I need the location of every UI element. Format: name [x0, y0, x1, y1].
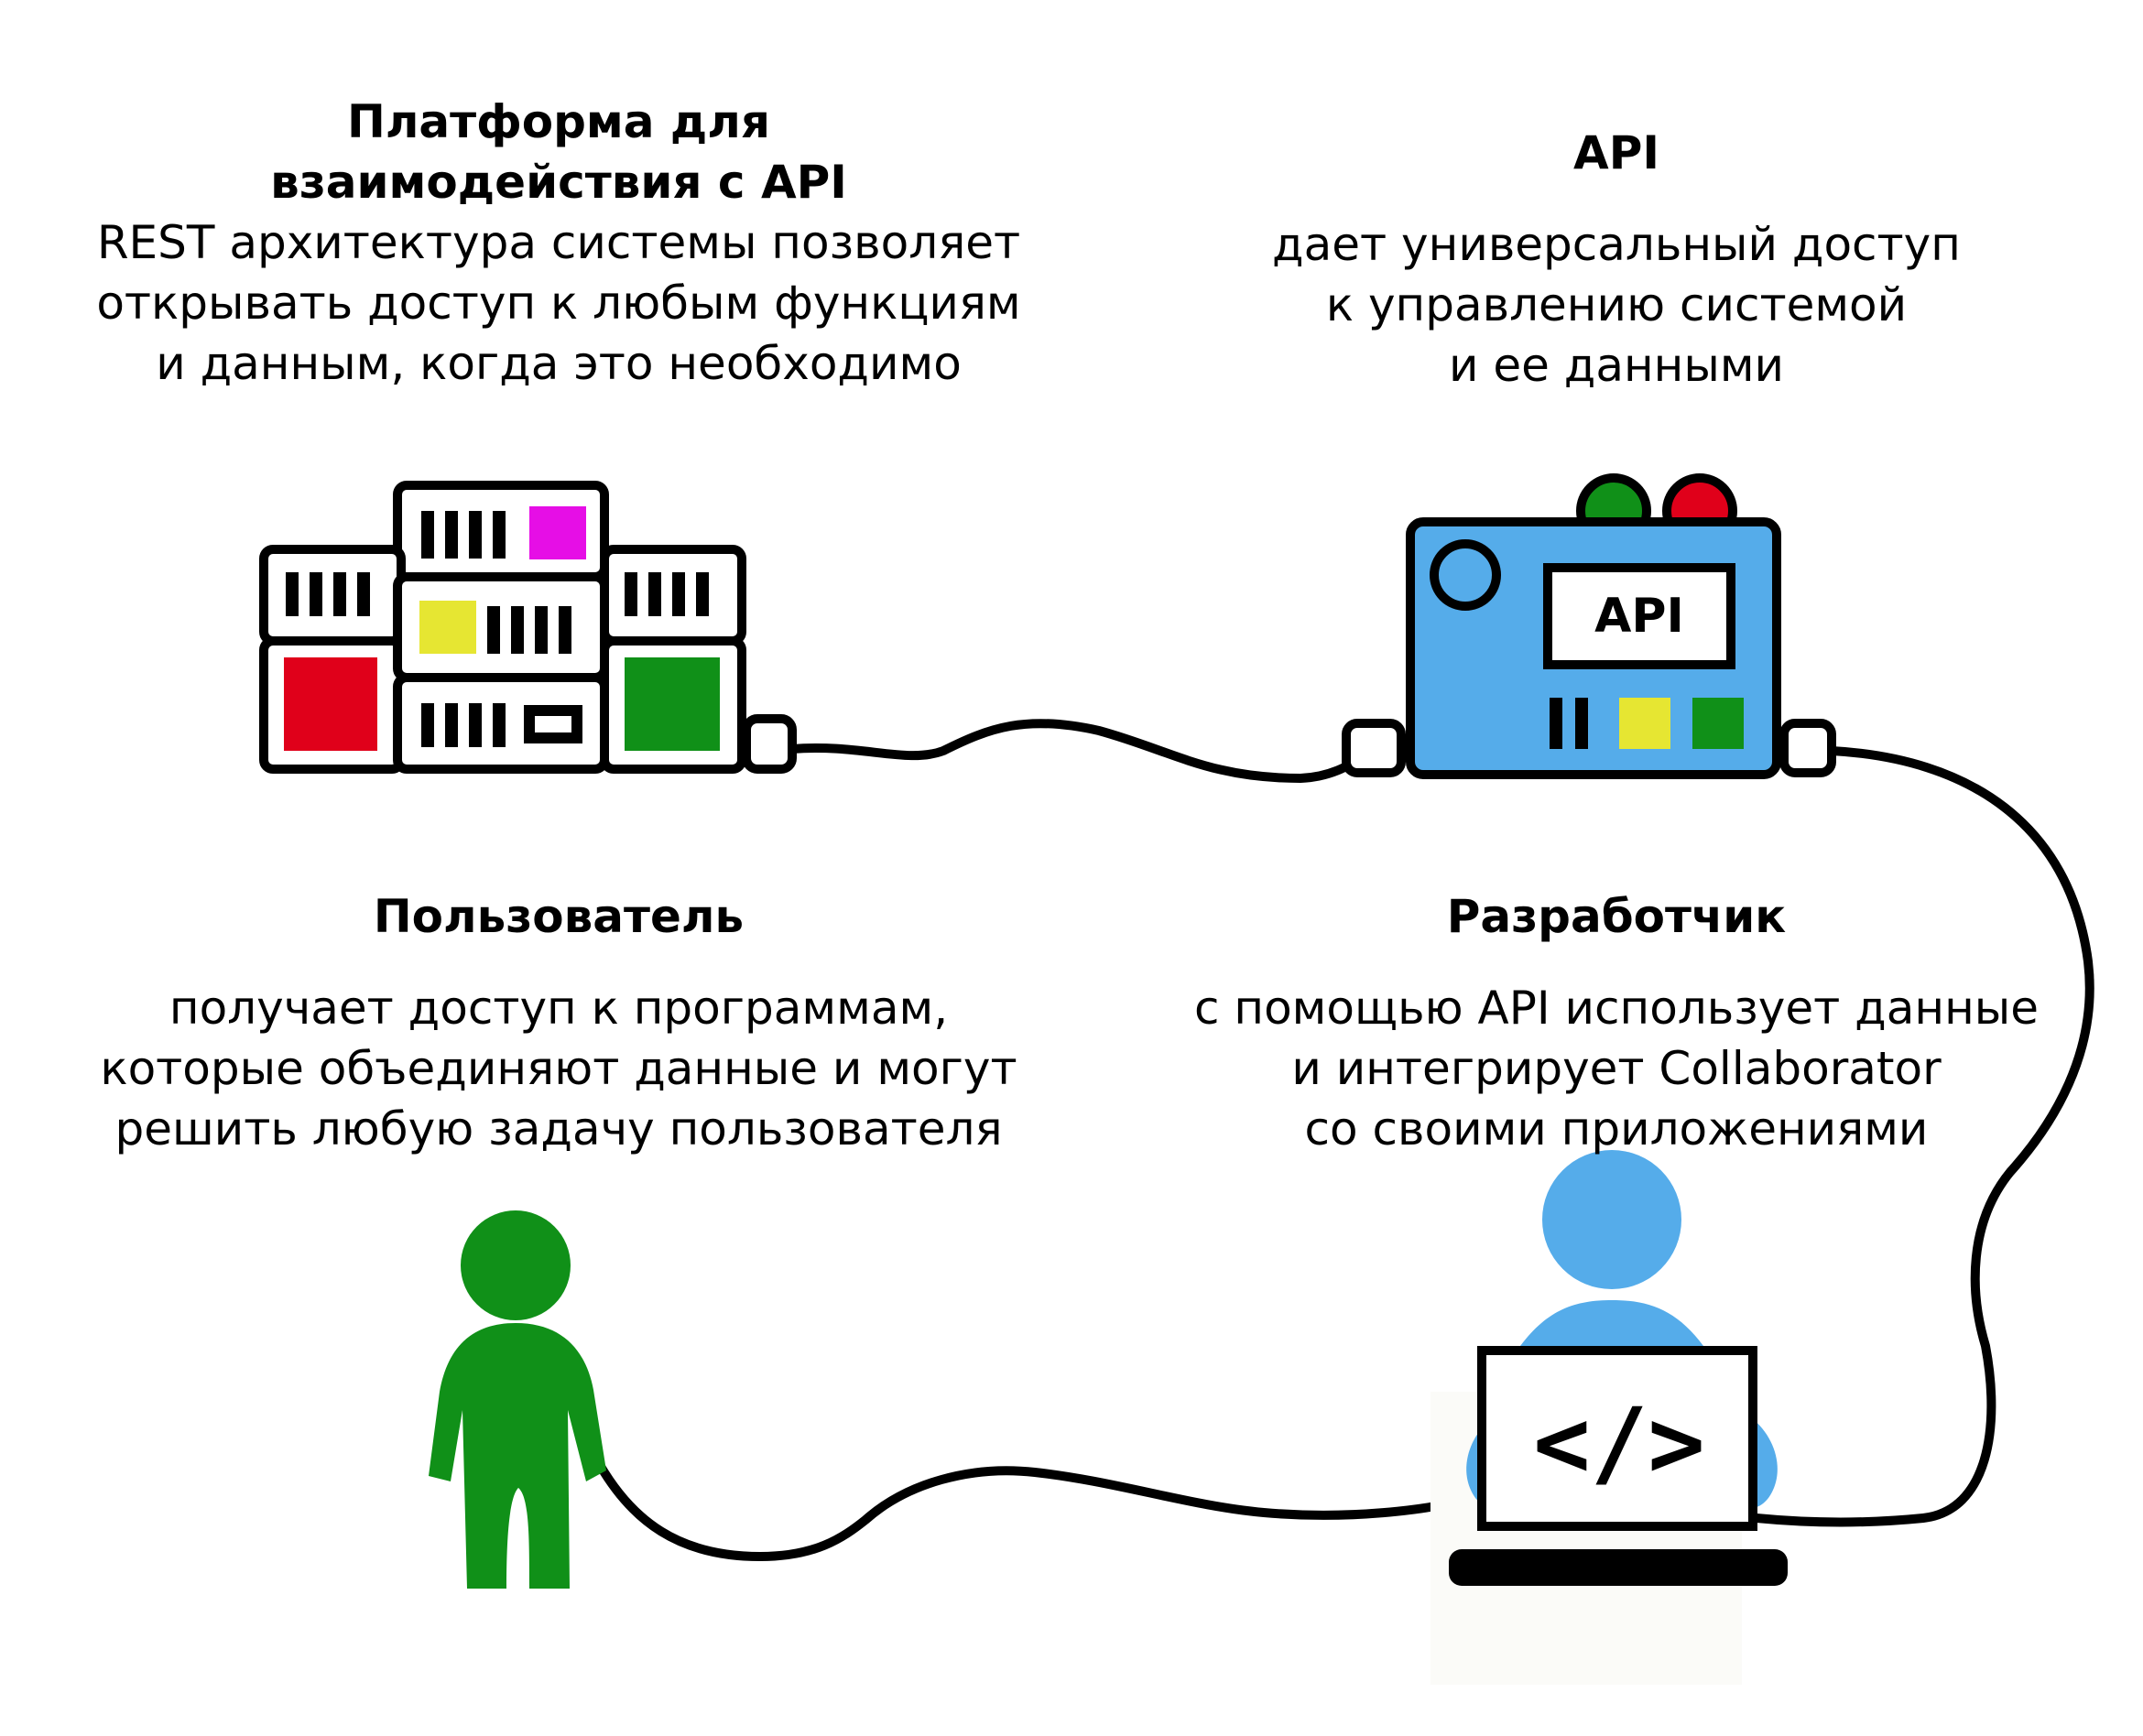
developer-text-block: Разработчик с помощью API использует дан… — [1108, 886, 2125, 1159]
user-desc-line-1: получает доступ к программам, — [169, 982, 949, 1035]
api-bar-2 — [1575, 698, 1588, 749]
developer-description: с помощью API использует данные и интегр… — [1108, 978, 2125, 1159]
platform-connector — [742, 714, 797, 774]
user-title: Пользователь — [373, 890, 745, 943]
api-knob — [1430, 539, 1501, 611]
user-text-block: Пользователь получает доступ к программа… — [27, 886, 1090, 1159]
platform-title: Платформа для взаимодействия с API — [27, 92, 1090, 212]
developer-title: Разработчик — [1446, 890, 1787, 943]
developer-head — [1542, 1150, 1681, 1289]
api-device-label: API — [1594, 589, 1684, 644]
platform-top-bars — [421, 511, 506, 559]
platform-left-bars — [286, 572, 370, 616]
platform-bottom-bars — [421, 703, 506, 747]
api-title: API — [1573, 126, 1659, 179]
api-green-indicator — [1692, 698, 1744, 749]
platform-center-bars — [487, 606, 571, 654]
api-label-box — [1543, 563, 1735, 669]
api-desc-line-2: к управлению системой — [1325, 278, 1908, 331]
api-right-connector — [1779, 719, 1836, 777]
platform-green-indicator — [625, 657, 720, 751]
platform-right-bars — [625, 572, 709, 616]
laptop-code-symbol: </> — [1533, 1387, 1705, 1499]
person-head — [461, 1210, 571, 1320]
user-description: получает доступ к программам, которые об… — [27, 978, 1090, 1159]
api-text-block: API дает универсальный доступ к управлен… — [1145, 123, 2088, 396]
cable-user-to-developer — [595, 1460, 1481, 1562]
person-body — [429, 1323, 606, 1589]
api-desc-line-1: дает универсальный доступ — [1272, 218, 1961, 271]
platform-desc-line-3: и данным, когда это необходимо — [156, 337, 962, 390]
api-left-connector — [1342, 719, 1406, 777]
platform-title-line-1: Платформа для — [346, 95, 771, 148]
api-device-icon: API — [1342, 473, 1836, 779]
platform-yellow-indicator — [419, 601, 476, 654]
api-desc-line-3: и ее данными — [1448, 339, 1785, 392]
cable-api-to-developer — [1752, 746, 2094, 1527]
person-icon — [429, 1210, 606, 1589]
platform-desc-line-2: открывать доступ к любым функциям — [96, 277, 1021, 330]
platform-red-indicator — [284, 657, 377, 751]
platform-desc-line-1: REST архитектура системы позволяет — [96, 216, 1021, 269]
server-rack-icon — [259, 481, 797, 774]
platform-slot — [524, 705, 582, 743]
api-bar-1 — [1550, 698, 1562, 749]
platform-magenta-indicator — [529, 506, 586, 559]
cable-platform-to-api — [788, 719, 1387, 784]
laptop-screen — [1477, 1346, 1757, 1531]
developer-desc-line-1: с помощью API использует данные — [1194, 982, 2039, 1035]
developer-shoulders — [1520, 1300, 1703, 1346]
developer-desc-line-3: со своими приложениями — [1304, 1102, 1929, 1156]
user-desc-line-3: решить любую задачу пользователя — [114, 1102, 1003, 1156]
api-description: дает универсальный доступ к управлению с… — [1145, 214, 2088, 396]
developer-laptop-icon: </> — [1430, 1150, 1788, 1685]
user-desc-line-2: которые объединяют данные и могут — [100, 1042, 1017, 1095]
platform-description: REST архитектура системы позволяет откры… — [27, 212, 1090, 394]
platform-left-top-box — [259, 545, 406, 646]
api-yellow-indicator — [1619, 698, 1670, 749]
laptop-base — [1449, 1549, 1788, 1586]
platform-text-block: Платформа для взаимодействия с API REST … — [27, 92, 1090, 394]
platform-title-line-2: взаимодействия с API — [270, 156, 847, 209]
developer-desc-line-2: и интегрирует Collaborator — [1291, 1042, 1942, 1095]
